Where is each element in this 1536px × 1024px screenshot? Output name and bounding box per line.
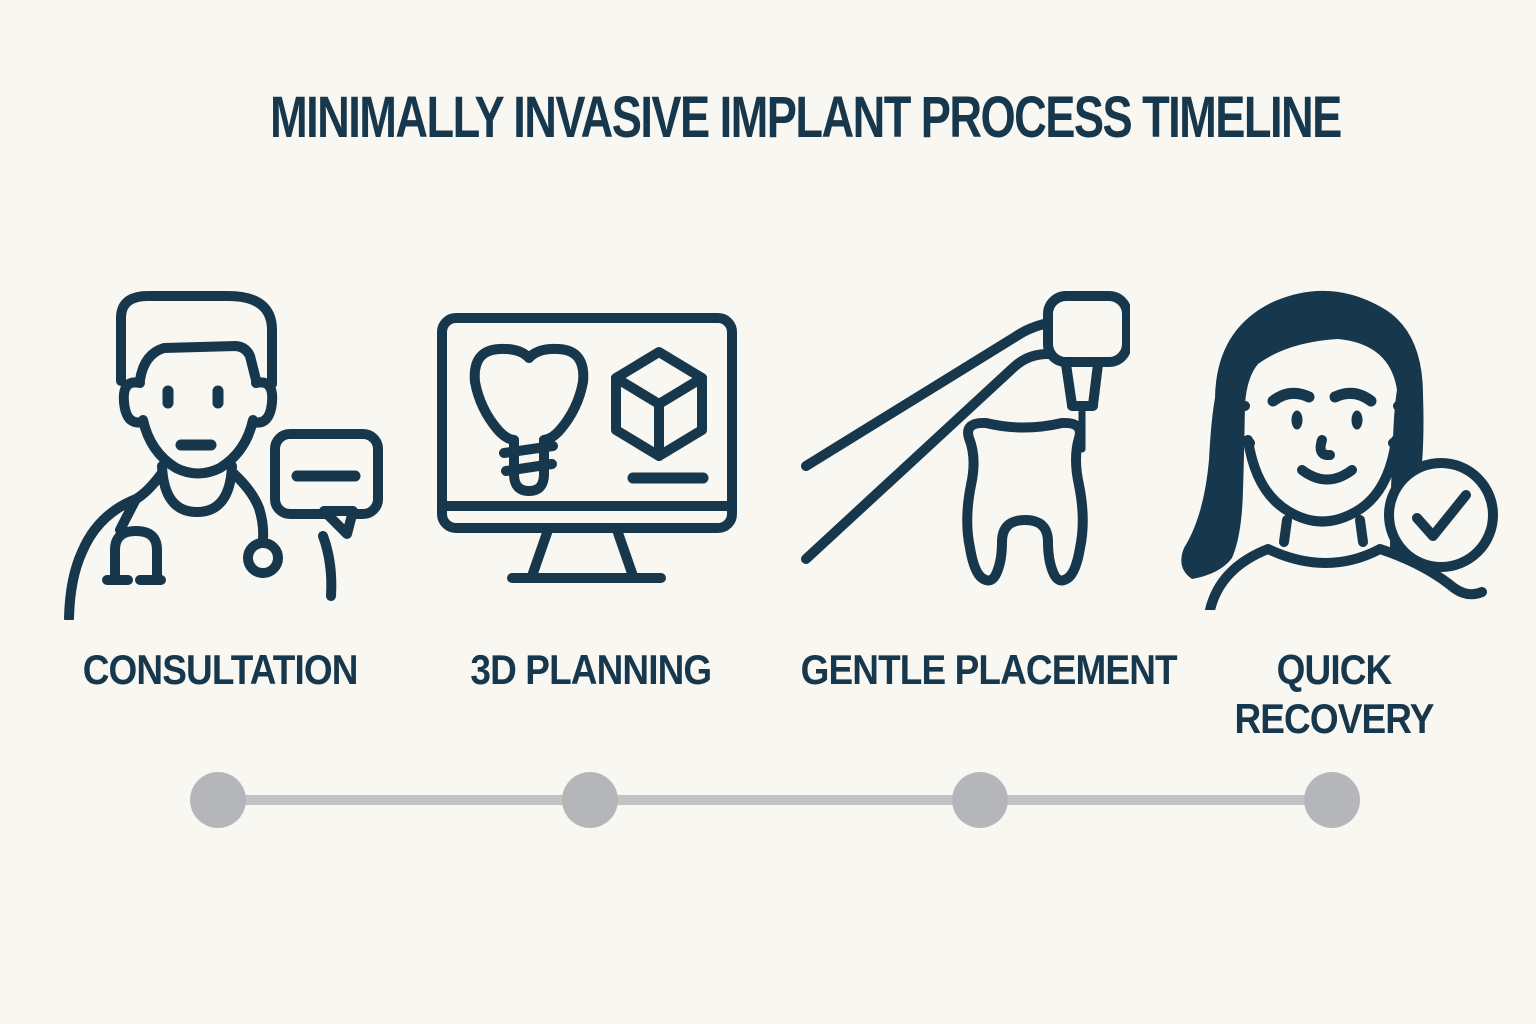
patient-right-eye [1351,410,1363,430]
dental-handpiece-tooth-icon [801,291,1130,586]
implant-thread-2 [501,459,557,476]
page-title: MINIMALLY INVASIVE IMPLANT PROCESS TIMEL… [74,84,1536,151]
patient-right-eyebrow [1329,387,1377,407]
implant-crown [469,343,589,445]
check-circle [1384,458,1498,572]
handpiece-neck-left [1061,359,1077,410]
patient-smile [1297,465,1357,485]
step-label-consultation: CONSULTATION [82,646,359,693]
doctor-speech-bubble-icon [64,291,383,620]
implant-thread-1 [499,441,558,458]
stethoscope-left-tube [115,494,141,535]
patient-nose [1315,435,1335,461]
doctor-hair-fringe [135,341,261,385]
page-title-text: MINIMALLY INVASIVE IMPLANT PROCESS TIMEL… [269,85,1342,150]
timeline-node-2 [562,772,618,828]
handpiece-upper-line [801,319,1049,471]
doctor-jaw [138,415,258,479]
timeline-node-1 [190,772,246,828]
stethoscope-right-tube [227,467,269,543]
patient-jaw [1243,435,1401,527]
doctor-left-shoulder [64,468,167,620]
doctor-left-ear [118,377,148,428]
monitor-frame [437,313,737,533]
patient-checkmark-icon [1181,290,1498,610]
doctor-right-arm [318,531,337,601]
step-label-3d-planning: 3D PLANNING [470,646,713,693]
speech-bubble-tail [319,506,358,539]
doctor-collar [157,461,237,517]
stethoscope-arch [110,526,162,584]
patient-hair [1181,290,1424,579]
step-label-gentle-placement: GENTLE PLACEMENT [800,646,1178,693]
timeline-node-4 [1304,772,1360,828]
patient-left-ear [1228,400,1255,448]
timeline [190,772,1360,828]
implant-screw [509,435,549,496]
handpiece-head [1043,291,1130,367]
handpiece-neck-right [1088,359,1103,410]
step-label-quick-recovery: QUICK RECOVERY [1234,646,1434,742]
tooth-outline [962,417,1088,586]
monitor-implant-cube-icon [437,313,737,583]
timeline-node-3 [952,772,1008,828]
monitor-stand-right [612,525,638,581]
handpiece-lower-line [801,349,1053,564]
patient-shoulders [1205,544,1487,610]
patient-left-eyebrow [1267,387,1315,407]
check-icon [1412,490,1471,541]
patient-neck-left [1279,515,1292,547]
patient-left-eye [1291,410,1303,430]
doctor-right-ear [248,377,278,428]
doctor-hair-outline [116,291,277,389]
stethoscope-chestpiece [243,538,283,578]
patient-neck-right [1355,515,1368,547]
monitor-stand-left [527,525,553,581]
